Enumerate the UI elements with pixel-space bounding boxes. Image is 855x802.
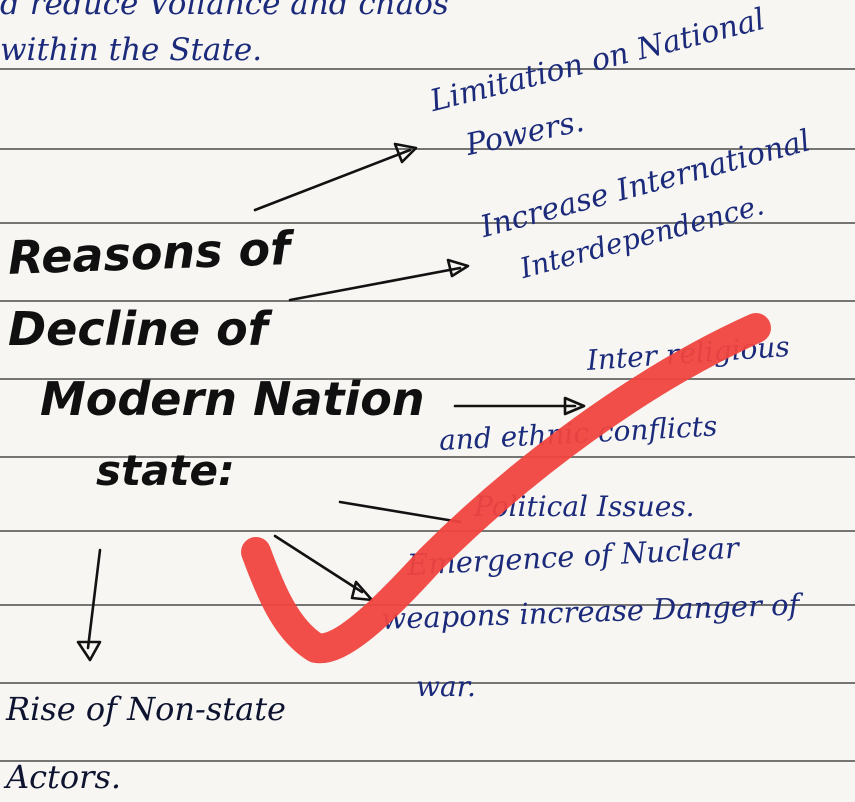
ruled-line (0, 530, 855, 532)
checkmark-icon (241, 313, 771, 664)
arrow-head-icon (563, 396, 586, 416)
arrow-head-icon (446, 258, 470, 278)
ruled-line (0, 456, 855, 458)
arrow-icon (273, 534, 364, 594)
arrow-icon (86, 548, 102, 650)
ruled-line (0, 148, 855, 150)
bottom-text-line: Actors. (6, 758, 122, 796)
arrow-icon (288, 266, 462, 302)
title-line: Modern Nation (40, 372, 425, 426)
top-text-line: within the State. (0, 32, 263, 68)
arrow-head-icon (393, 142, 418, 164)
ruled-line (0, 682, 855, 684)
ruled-line (0, 378, 855, 380)
ruled-line (0, 222, 855, 224)
ruled-line (0, 68, 855, 70)
ruled-line (0, 300, 855, 302)
branch-text: war. (416, 670, 476, 703)
arrow-head-icon (76, 640, 102, 662)
top-text-line: d reduce Voilance and chaos (0, 0, 449, 22)
arrow-icon (338, 500, 462, 524)
ruled-line (0, 760, 855, 762)
ruled-line (0, 604, 855, 606)
title-line: Decline of (8, 302, 268, 356)
bottom-text-line: Rise of Non-state (6, 690, 286, 728)
arrow-head-icon (350, 580, 374, 602)
title-line: state: (96, 446, 235, 495)
arrow-icon (253, 148, 412, 212)
